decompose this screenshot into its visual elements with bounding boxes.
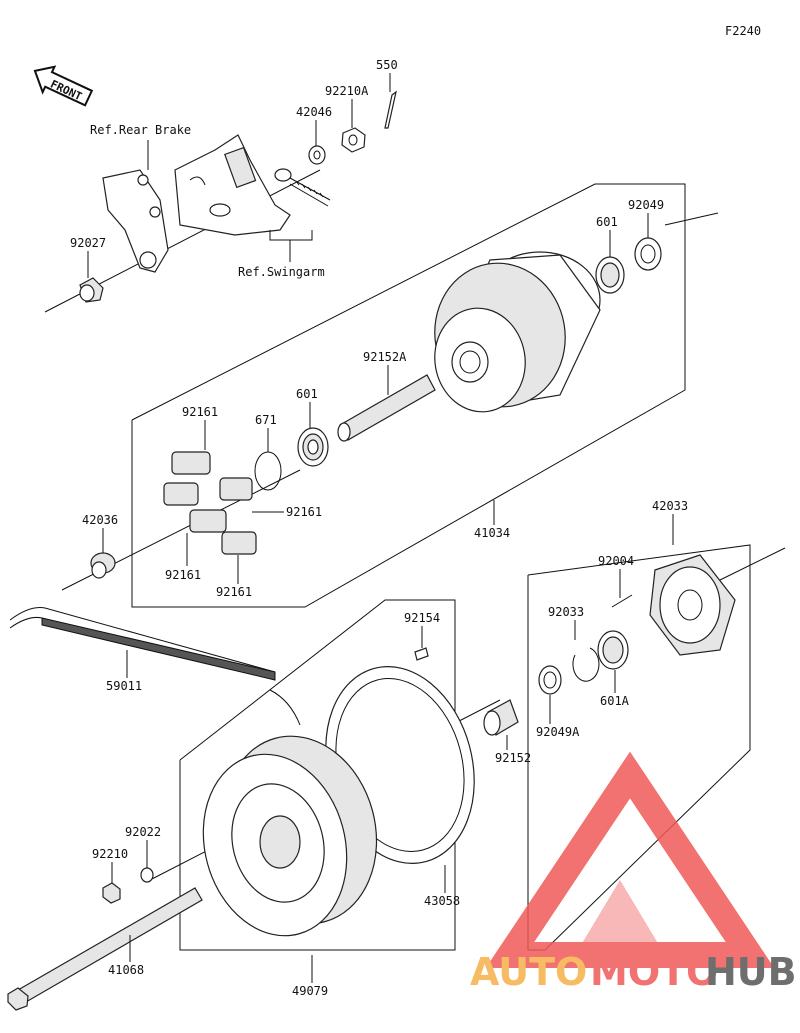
sprocket-assembly-box [527,544,751,951]
part-label[interactable]: 671 [255,413,277,427]
spacer-92152a [337,374,436,442]
sprocket-coupling-42033 [649,554,736,656]
part-label[interactable]: 92027 [70,236,106,250]
adjuster-bolt-550-assembly [274,168,331,207]
damper-92161-set [163,451,257,555]
castle-nut-92210a [341,127,366,153]
hub-assembly-box [131,183,686,608]
watermark-part3: HUB [705,950,797,994]
part-label[interactable]: 59011 [106,679,142,693]
cotter-pin-550 [384,90,397,129]
part-label[interactable]: 92049 [628,198,664,212]
stud-92004 [611,594,633,608]
part-label[interactable]: 601 [296,387,318,401]
bearing-601-right [595,256,625,294]
collar-92027 [79,277,104,303]
part-label[interactable]: 92161 [165,568,201,582]
part-label[interactable]: 92004 [598,554,634,568]
watermark-part1: AUTO [470,950,587,994]
part-label[interactable]: 42033 [652,499,688,513]
part-label[interactable]: 92033 [548,605,584,619]
seal-92049 [634,237,662,271]
circlip-92033 [572,647,600,682]
part-label[interactable]: 92210 [92,847,128,861]
collar-42036 [90,552,116,579]
part-label[interactable]: 92161 [216,585,252,599]
part-label[interactable]: 92152 [495,751,531,765]
part-label[interactable]: 92154 [404,611,440,625]
watermark-logo: AUTO MOTO HUB [470,751,797,994]
part-label[interactable]: 92210A [325,84,369,98]
rear-brake-bracket [102,169,169,273]
front-arrow-icon: FRONT [33,65,94,107]
axis-line-2 [664,212,719,226]
seal-92049a [538,665,562,695]
part-label[interactable]: 41068 [108,963,144,977]
part-label[interactable]: 550 [376,58,398,72]
part-label[interactable]: 601 [596,215,618,229]
spacer-92152 [483,699,519,736]
ref-swingarm-label: Ref.Swingarm [238,265,325,279]
bolt-92154 [414,647,429,661]
o-ring-671 [254,451,282,491]
washer-92022 [140,867,154,883]
rear-wheel-49079 [202,735,378,937]
part-label[interactable]: 41034 [474,526,510,540]
part-label[interactable]: 92161 [182,405,218,419]
part-label[interactable]: 43058 [424,894,460,908]
ref-rear-brake-label: Ref.Rear Brake [90,123,191,137]
rear-hub [434,251,601,413]
part-label[interactable]: 601A [600,694,630,708]
axis-line-4 [719,547,786,581]
part-label[interactable]: 92152A [363,350,407,364]
washer-42046 [308,145,326,165]
drive-belt-59011 [9,607,301,726]
bearing-601a [597,630,629,670]
part-label[interactable]: 42046 [296,105,332,119]
part-label[interactable]: 92022 [125,825,161,839]
part-label[interactable]: 92161 [286,505,322,519]
part-labels: 550 92210A 42046 92027 92049 601 92152A … [70,58,688,998]
axle-41068 [7,887,203,1011]
bearing-601-left [297,427,329,467]
watermark-part2: MOTO [590,950,718,994]
part-label[interactable]: 42036 [82,513,118,527]
nut-92210 [102,882,121,904]
swingarm-end [174,134,291,236]
part-label[interactable]: 92049A [536,725,580,739]
figure-code: F2240 [725,24,761,38]
part-label[interactable]: 49079 [292,984,328,998]
